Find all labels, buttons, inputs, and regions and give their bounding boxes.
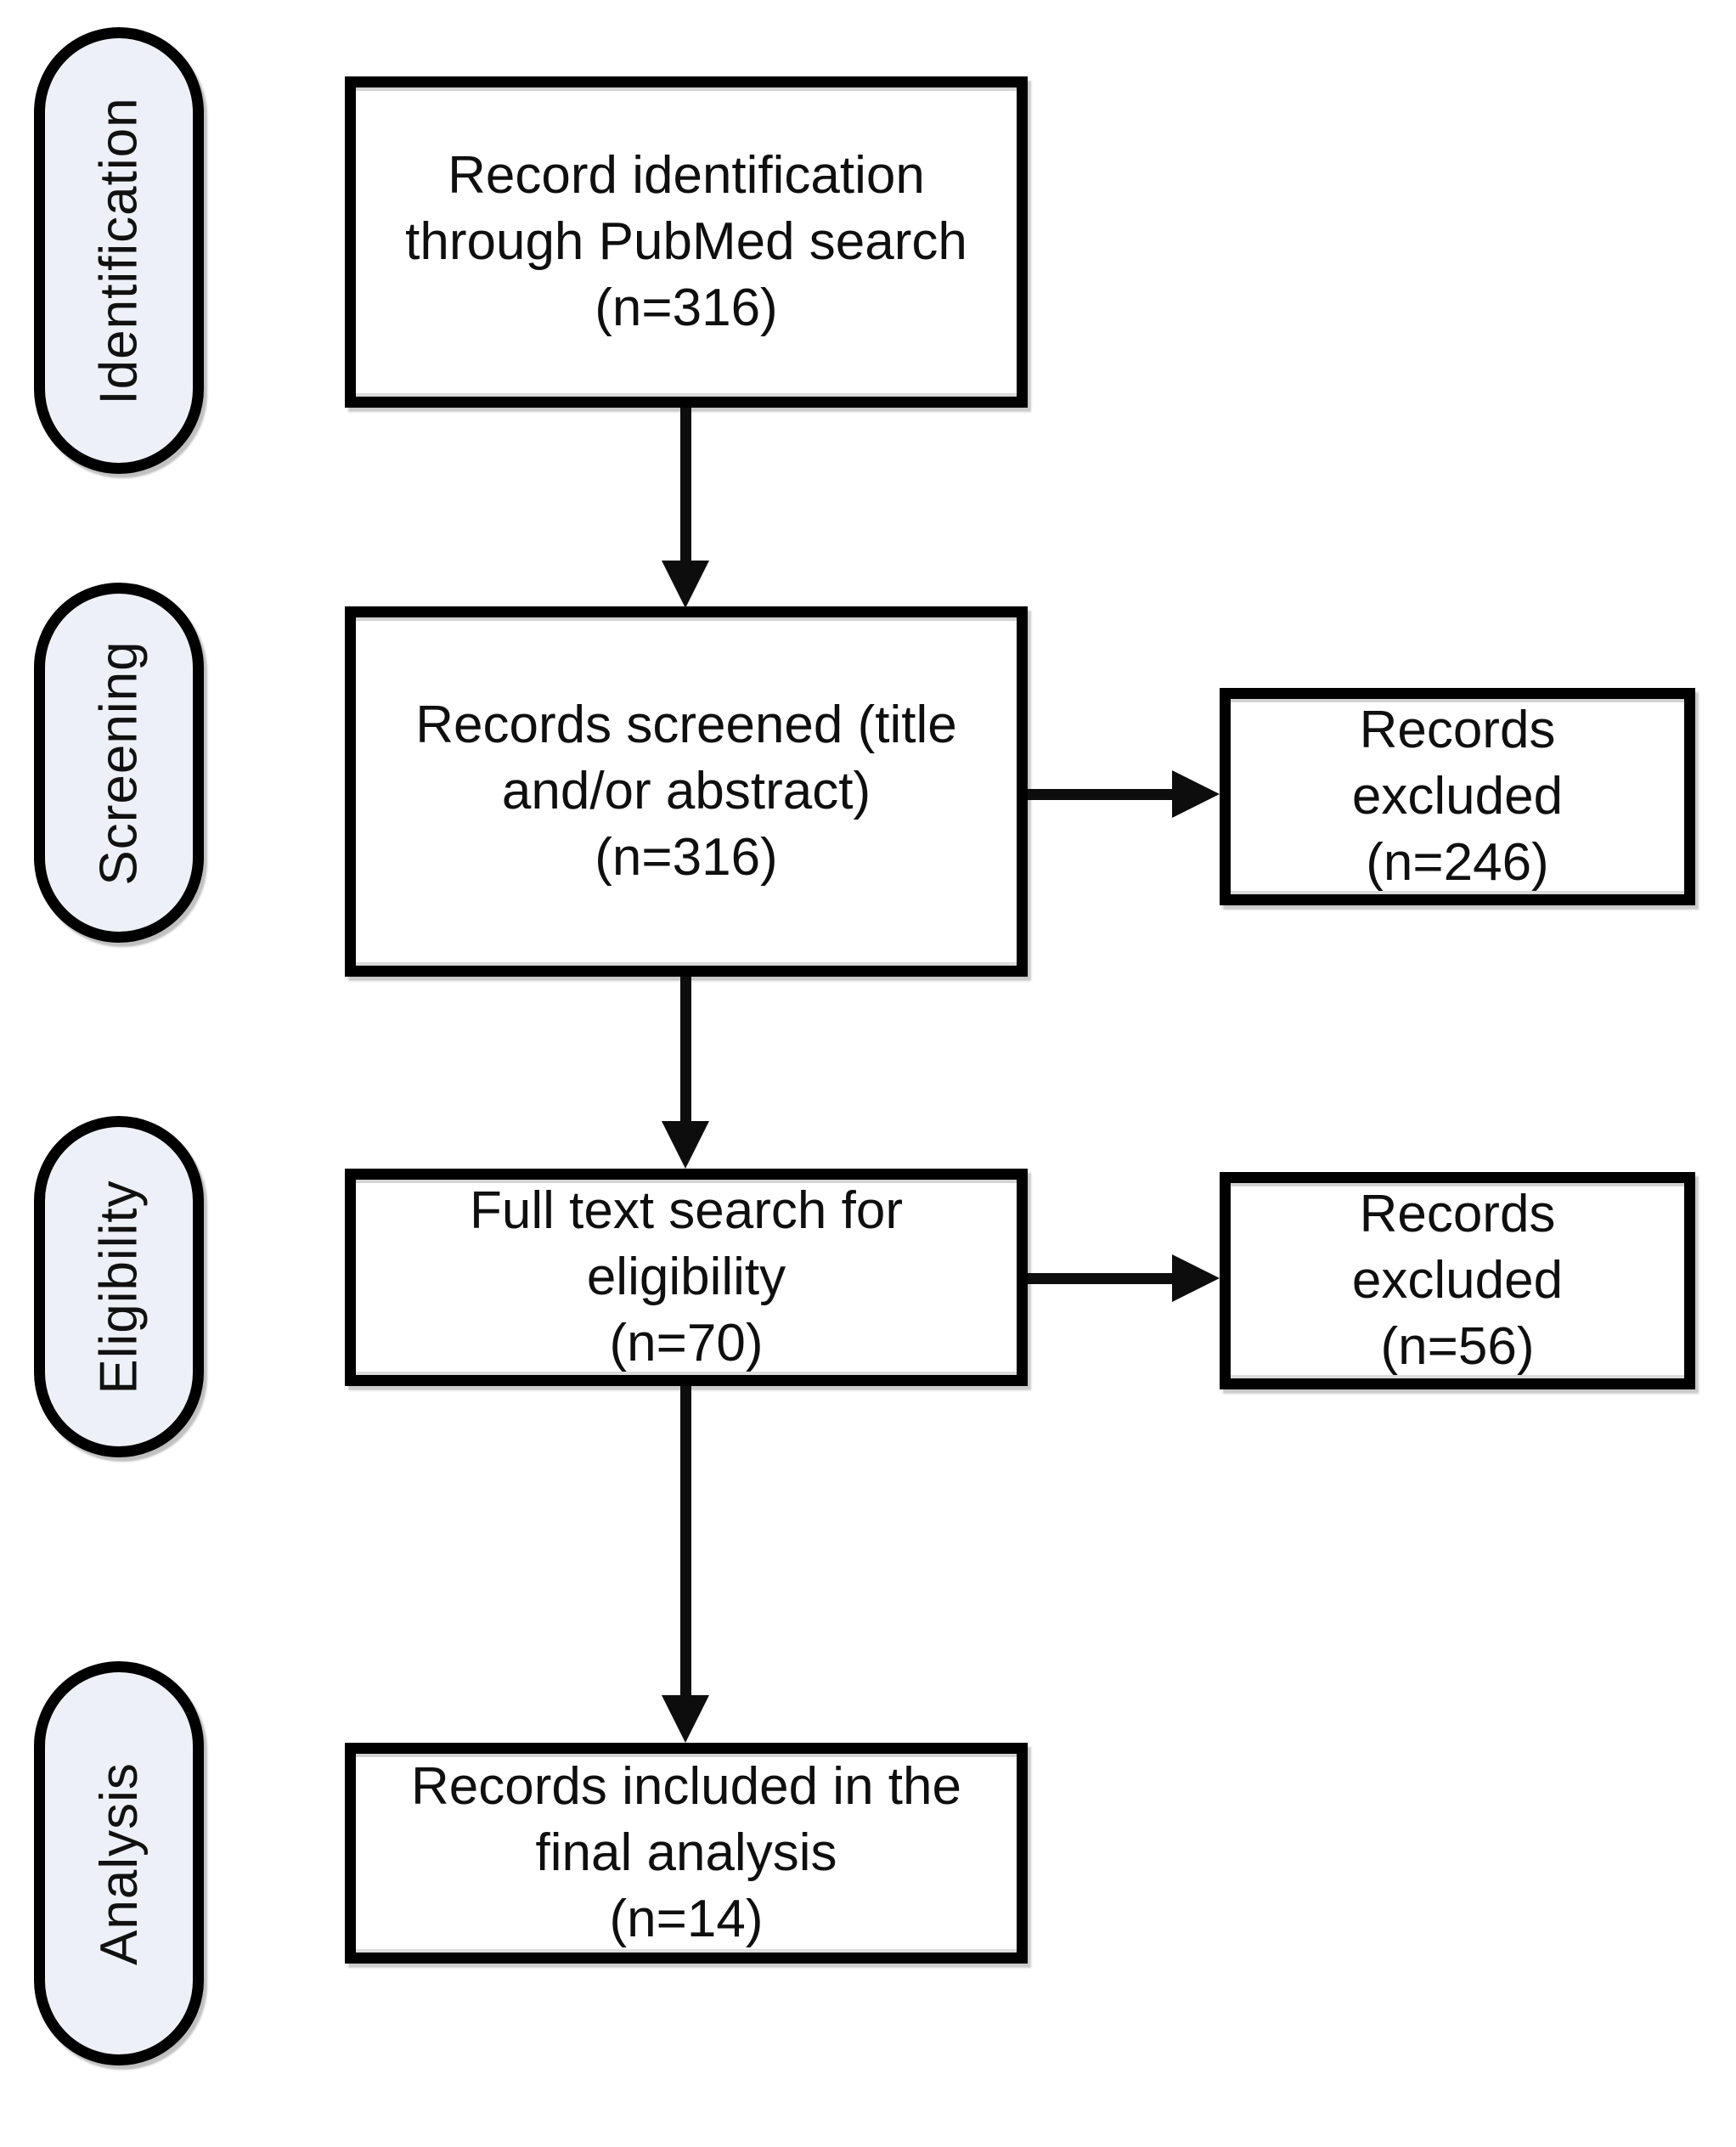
arrow-screening-to-eligibility-head-icon bbox=[662, 1121, 709, 1169]
stage-pill-eligibility: Eligibility bbox=[34, 1116, 204, 1457]
flow-box-line: and/or abstract) bbox=[501, 762, 871, 820]
flow-box-record-identification: Record identification through PubMed sea… bbox=[345, 76, 1028, 408]
flow-box-records-screened: Records screened (title and/or abstract)… bbox=[345, 606, 1028, 977]
flow-box-records-included: Records included in the final analysis (… bbox=[345, 1743, 1028, 1964]
arrow-eligibility-to-excluded-stem bbox=[1028, 1273, 1175, 1284]
side-box-line: Records bbox=[1359, 701, 1556, 759]
flow-box-line: Full text search for bbox=[470, 1181, 903, 1240]
flow-box-line: eligibility bbox=[586, 1248, 786, 1306]
arrow-identification-to-screening-stem bbox=[680, 408, 691, 564]
flow-box-line: Record identification bbox=[448, 146, 925, 205]
stage-label-analysis: Analysis bbox=[89, 1761, 149, 1965]
flow-box-line: (n=70) bbox=[609, 1314, 764, 1372]
flow-box-line: final analysis bbox=[535, 1823, 837, 1882]
flow-box-full-text-search: Full text search for eligibility (n=70) bbox=[345, 1169, 1028, 1386]
flow-box-line: Records screened (title bbox=[415, 696, 957, 754]
side-box-records-excluded-screening: Records excluded (n=246) bbox=[1220, 688, 1695, 905]
flow-box-line: Records included in the bbox=[411, 1757, 961, 1816]
flow-box-line: (n=316) bbox=[595, 279, 778, 337]
arrow-screening-to-excluded-stem bbox=[1028, 789, 1175, 800]
arrow-screening-to-eligibility-stem bbox=[680, 977, 691, 1121]
stage-pill-analysis: Analysis bbox=[34, 1661, 204, 2065]
flow-box-line: (n=316) bbox=[595, 828, 778, 887]
arrow-eligibility-to-analysis-head-icon bbox=[662, 1695, 709, 1743]
side-box-records-excluded-fulltext: Records excluded (n=56) bbox=[1220, 1172, 1695, 1389]
side-box-line: (n=246) bbox=[1366, 833, 1549, 892]
arrow-screening-to-excluded-head-icon bbox=[1172, 770, 1220, 818]
arrow-identification-to-screening-head-icon bbox=[662, 561, 709, 608]
side-box-line: excluded bbox=[1351, 767, 1564, 826]
stage-label-eligibility: Eligibility bbox=[89, 1179, 149, 1395]
stage-label-screening: Screening bbox=[89, 640, 149, 886]
side-box-line: (n=56) bbox=[1380, 1317, 1535, 1376]
flow-box-line: (n=14) bbox=[609, 1890, 764, 1948]
stage-label-identification: Identification bbox=[89, 96, 149, 405]
stage-pill-screening: Screening bbox=[34, 583, 204, 943]
side-box-line: Records bbox=[1359, 1185, 1556, 1243]
stage-pill-identification: Identification bbox=[34, 27, 204, 474]
arrow-eligibility-to-analysis-stem bbox=[680, 1386, 691, 1699]
flow-box-line: through PubMed search bbox=[405, 212, 967, 271]
side-box-line: excluded bbox=[1351, 1251, 1564, 1310]
arrow-eligibility-to-excluded-head-icon bbox=[1172, 1254, 1220, 1302]
